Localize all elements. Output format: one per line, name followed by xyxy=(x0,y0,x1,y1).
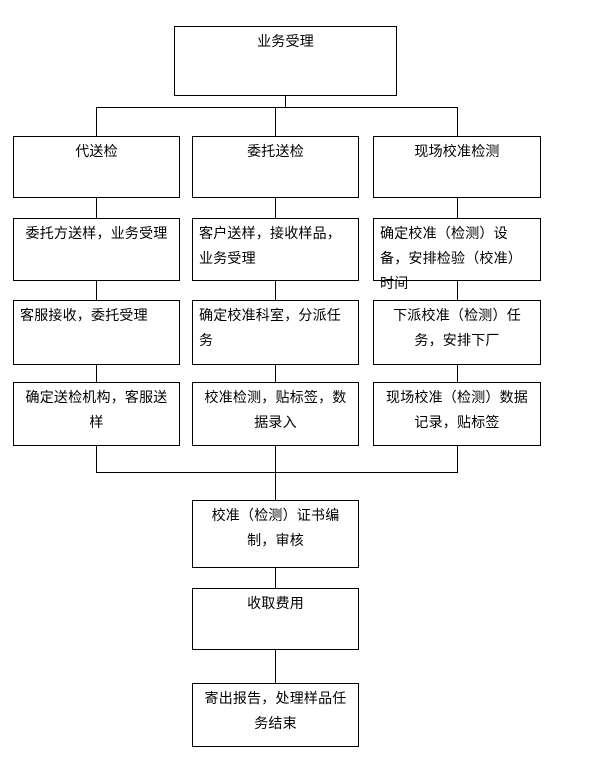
node-col2-step3[interactable]: 校准检测，贴标签，数据录入 xyxy=(192,382,359,446)
connector-col3-branch-to-step1 xyxy=(457,198,458,218)
connector-bus-drop-right xyxy=(457,107,458,136)
node-col1-step1[interactable]: 委托方送样，业务受理 xyxy=(13,218,180,281)
connector-bus-drop-middle xyxy=(275,107,276,136)
node-col1-step2[interactable]: 客服接收，委托受理 xyxy=(13,300,180,365)
node-branch-3[interactable]: 现场校准检测 xyxy=(373,136,541,198)
connector-branch-bus xyxy=(96,107,458,108)
connector-col1-step2-to-step3 xyxy=(96,365,97,382)
connector-col2-branch-to-step1 xyxy=(275,198,276,218)
connector-merge-bus xyxy=(96,472,458,473)
connector-col3-merge-drop xyxy=(457,446,458,473)
connector-bus-drop-left xyxy=(96,107,97,136)
node-branch-1[interactable]: 代送检 xyxy=(13,136,180,198)
node-col3-step2[interactable]: 下派校准（检测）任务，安排下厂 xyxy=(373,300,541,365)
connector-col3-step2-to-step3 xyxy=(457,365,458,382)
connector-merge-stem xyxy=(275,446,276,500)
connector-col1-branch-to-step1 xyxy=(96,198,97,218)
node-merge-step1[interactable]: 校准（检测）证书编制，审核 xyxy=(192,500,359,568)
node-col3-step3[interactable]: 现场校准（检测）数据记录，贴标签 xyxy=(373,382,541,446)
node-merge-step2[interactable]: 收取费用 xyxy=(192,588,359,650)
node-col3-step1[interactable]: 确定校准（检测）设备，安排检验（校准）时间 xyxy=(373,218,541,292)
connector-col3-step1-to-step2 xyxy=(457,281,458,300)
node-col1-step3[interactable]: 确定送检机构，客服送样 xyxy=(13,382,180,446)
connector-merge-step2-to-step3 xyxy=(275,650,276,683)
node-col2-step2[interactable]: 确定校准科室，分派任务 xyxy=(192,300,359,365)
node-merge-step3[interactable]: 寄出报告，处理样品任务结束 xyxy=(192,683,359,747)
connector-col2-step1-to-step2 xyxy=(275,281,276,300)
connector-start-stem xyxy=(285,96,286,108)
node-start[interactable]: 业务受理 xyxy=(174,26,397,96)
connector-col2-step2-to-step3 xyxy=(275,365,276,382)
node-col2-step1[interactable]: 客户送样，接收样品，业务受理 xyxy=(192,218,359,281)
connector-merge-step1-to-step2 xyxy=(275,568,276,588)
node-branch-2[interactable]: 委托送检 xyxy=(192,136,359,198)
connector-col1-step1-to-step2 xyxy=(96,281,97,300)
connector-col1-merge-drop xyxy=(96,446,97,473)
